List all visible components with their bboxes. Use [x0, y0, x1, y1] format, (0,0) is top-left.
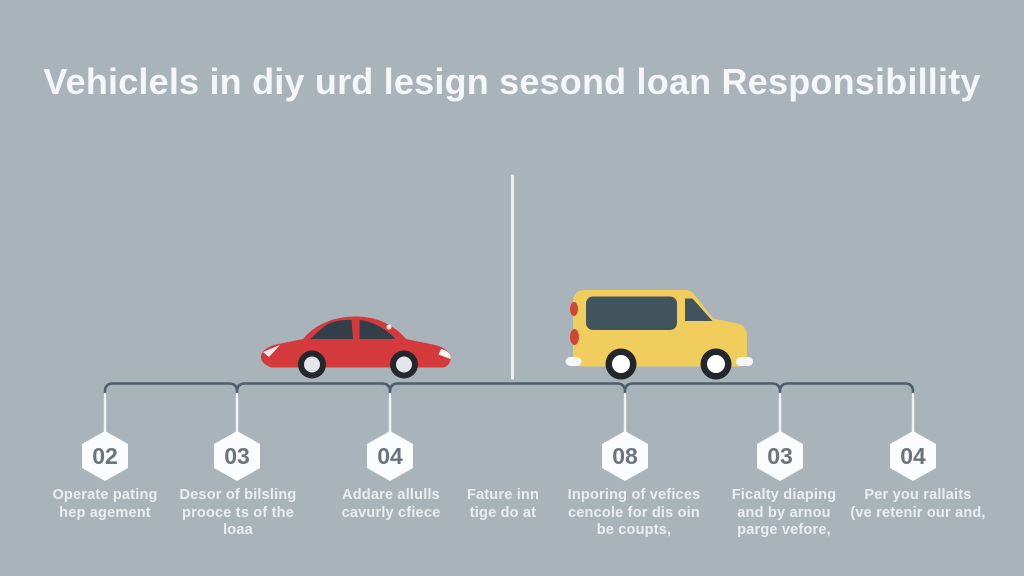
milestone-number: 03 — [767, 442, 793, 469]
milestone-number: 02 — [92, 442, 118, 469]
milestone-number: 03 — [224, 442, 250, 469]
sedan-front-window — [359, 320, 396, 339]
milestone-label: Desor of bilsling prooce ts of the loaa — [179, 487, 297, 539]
van-front-bumper — [736, 357, 753, 366]
sedan-headlight — [438, 349, 451, 359]
sedan-rear-highlight — [263, 345, 280, 357]
yellow-van-illustration — [565, 290, 753, 380]
sedan-front-hub — [396, 356, 412, 373]
sedan-window-shine — [386, 324, 392, 330]
van-rear-bumper — [565, 357, 582, 366]
timeline-line — [103, 382, 915, 399]
page-title: Vehiclels in diy urd lesign sesond loan … — [43, 61, 981, 102]
milestone-label: Ficalty diaping and by arnou parge vefor… — [731, 487, 837, 539]
van-taillight-upper — [570, 302, 578, 316]
milestone-number: 04 — [377, 442, 403, 469]
van-rear-hub — [612, 355, 630, 373]
van-side-window — [586, 296, 677, 330]
milestone-number: 08 — [612, 442, 638, 469]
milestone-label: Per you rallaits (ve retenir our and, — [850, 487, 986, 521]
milestone-connector-lines — [103, 392, 915, 434]
sedan-rear-hub — [304, 356, 320, 373]
sedan-body — [260, 316, 451, 368]
milestone-label: Addare allulls cavurly cfiece — [341, 487, 441, 521]
sedan-rear-window — [310, 319, 353, 339]
van-taillight-lower — [570, 329, 579, 345]
milestone-label: Fature inn tige do at — [466, 487, 540, 521]
van-windshield — [685, 298, 713, 321]
milestone-label: Inporing of vefices cencole for dis oin … — [567, 487, 701, 539]
milestone-number: 04 — [900, 442, 926, 469]
van-front-hub — [707, 355, 725, 373]
red-sedan-illustration — [260, 316, 451, 379]
milestone-label: Operate pating hep agement — [52, 487, 158, 521]
